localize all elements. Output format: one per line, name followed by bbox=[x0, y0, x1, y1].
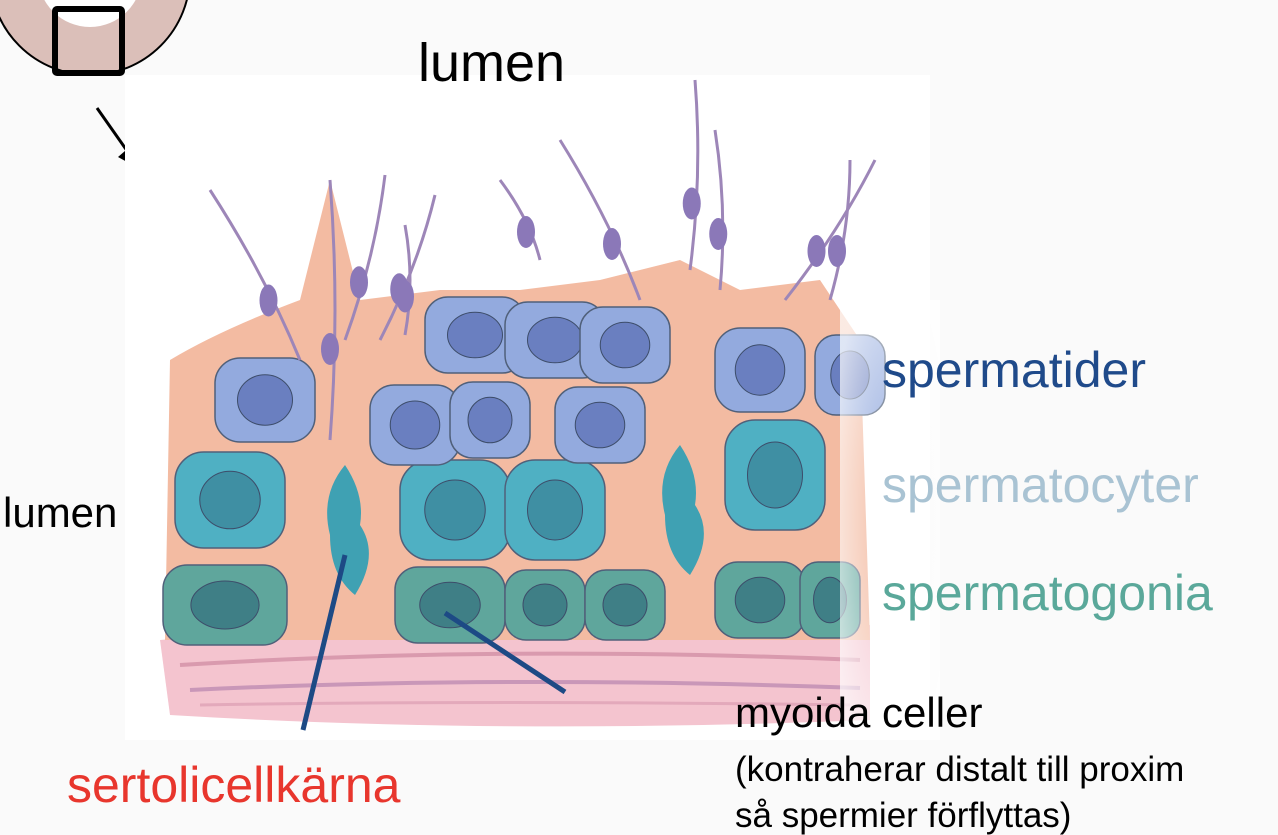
lumen-label-top: lumen bbox=[418, 33, 566, 93]
spermatozoon-head bbox=[321, 333, 339, 365]
spermatogonia-label: spermatogonia bbox=[882, 565, 1213, 621]
spermatider-label: spermatider bbox=[882, 342, 1146, 398]
spermatozoon-flagellum bbox=[343, 174, 387, 341]
spermatozoon-flagellum bbox=[378, 194, 437, 341]
spermatozoon-head bbox=[807, 235, 826, 267]
spermatid-cell bbox=[554, 386, 646, 464]
spermatocyter-label: spermatocyter bbox=[882, 457, 1199, 513]
spermatogonium-cell bbox=[394, 566, 506, 644]
spermatogonium-cell bbox=[714, 561, 806, 639]
tubule-cross-section-thumbnail bbox=[0, 0, 188, 76]
spermatozoon-flagellum bbox=[208, 189, 302, 361]
myoid-note-line1: (kontraherar distalt till proxim bbox=[735, 750, 1185, 789]
spermatozoon-flagellum bbox=[783, 159, 877, 301]
spermatogonium-cell bbox=[504, 569, 586, 641]
sertoli-pointer-line bbox=[300, 554, 348, 731]
spermatozoon-head bbox=[517, 216, 535, 248]
spermatid-cell bbox=[714, 327, 806, 413]
spermatozoon-flagellum bbox=[713, 129, 725, 291]
spermatid-cell bbox=[424, 296, 526, 374]
spermatozoon-head bbox=[396, 280, 414, 313]
spermatozoon-head bbox=[603, 228, 621, 260]
spermatozoon-head bbox=[259, 284, 278, 317]
spermatocyte-cell bbox=[174, 451, 286, 549]
spermatozoon-head bbox=[350, 266, 368, 299]
myoid-pointer-line bbox=[443, 610, 567, 695]
spermatocyte-cell bbox=[724, 419, 826, 531]
spermatogonium-cell bbox=[162, 564, 288, 646]
spermatozoon-flagellum bbox=[688, 79, 700, 271]
spermatozoon-head bbox=[709, 218, 728, 250]
spermatozoon-flagellum bbox=[558, 139, 642, 301]
spermatid-cell bbox=[369, 384, 461, 466]
spermatogonium-cell bbox=[584, 569, 666, 641]
spermatocyte-cell bbox=[399, 459, 511, 561]
sertoli-nucleus-label: sertolicellkärna bbox=[67, 757, 401, 813]
spermatid-cell bbox=[579, 306, 671, 384]
zoom-region-box bbox=[52, 6, 125, 76]
lumen-label-left: lumen bbox=[3, 489, 118, 536]
spermatozoon-head bbox=[828, 235, 846, 267]
spermatid-cell bbox=[214, 357, 316, 443]
sertoli-nucleus bbox=[327, 465, 369, 595]
myoid-cells-label: myoida celler bbox=[735, 689, 983, 736]
spermatozoon-flagellum bbox=[403, 224, 412, 336]
spermatid-cell bbox=[449, 381, 531, 459]
myoid-note-line2: så spermier förflyttas) bbox=[735, 796, 1072, 835]
spermatozoon-head bbox=[682, 187, 701, 220]
myoid-layer bbox=[160, 620, 870, 727]
spermatozoon-flagellum bbox=[328, 179, 337, 441]
sertoli-nucleus bbox=[662, 445, 704, 575]
spermatozoon-flagellum bbox=[828, 159, 852, 301]
spermatocyte-cell bbox=[504, 459, 606, 561]
